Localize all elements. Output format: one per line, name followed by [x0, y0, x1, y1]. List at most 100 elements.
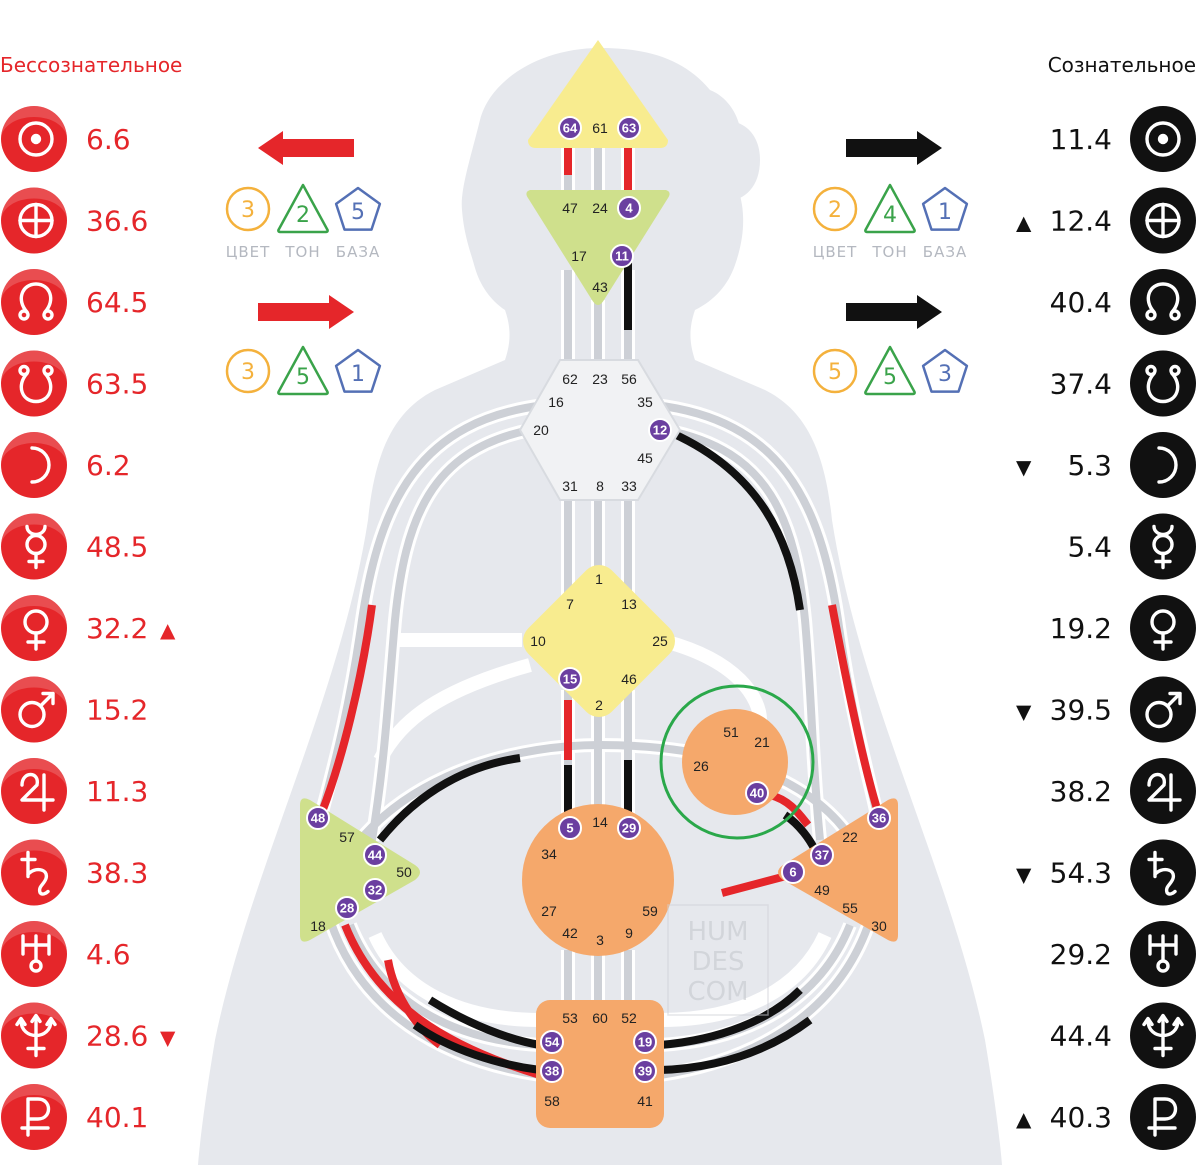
color-circle-icon: [225, 348, 271, 394]
gate-55: 55: [842, 900, 858, 916]
tone-value: 5: [883, 365, 897, 390]
gate-10: 10: [530, 633, 546, 649]
planet-row-right: 54.3▼: [1016, 839, 1196, 906]
planet-row-left: 63.5: [1, 350, 148, 417]
planet-value: 29.2: [1050, 938, 1112, 971]
color-circle-icon: [812, 348, 858, 394]
north-node-icon: [1145, 282, 1181, 321]
gate-54: 54: [545, 1035, 560, 1050]
planet-row-right: 29.2: [1050, 921, 1196, 987]
planet-marker: ▲: [1016, 1107, 1032, 1131]
planet-value: 6.2: [86, 449, 131, 482]
planet-value: 32.2: [86, 612, 148, 645]
gate-8: 8: [596, 478, 604, 494]
gate-40: 40: [750, 786, 764, 801]
planet-badge: [1130, 758, 1196, 824]
gate-29: 29: [622, 821, 636, 836]
gate-37-marker: [810, 843, 834, 867]
uranus-icon: [21, 934, 51, 973]
planet-badge: [1130, 676, 1196, 743]
arrow-left-icon: [258, 131, 354, 165]
gate-15-marker: [558, 667, 582, 691]
gate-54-marker: [540, 1030, 564, 1054]
gate-64: 64: [563, 121, 578, 136]
unconscious-planets: 6.636.664.563.56.248.532.2▲15.211.338.34…: [1, 106, 176, 1150]
tone-label: ТОН: [871, 243, 907, 261]
planet-value: 5.4: [1067, 531, 1112, 564]
jupiter-icon: [20, 772, 55, 812]
base-value: 3: [938, 362, 952, 387]
gate-4-marker: [617, 196, 641, 220]
planet-badge: [1130, 839, 1196, 906]
gate-6-marker: [781, 860, 805, 884]
planet-value: 48.5: [86, 531, 148, 564]
base-value: 5: [351, 200, 365, 225]
gate-15: 15: [563, 672, 577, 687]
gate-11-marker: [610, 244, 634, 268]
gate-63-marker: [617, 116, 641, 140]
gate-38-marker: [540, 1059, 564, 1083]
gate-28: 28: [340, 901, 354, 916]
arrow-right-icon: [846, 131, 942, 165]
gate-3: 3: [596, 932, 604, 948]
gate-64-marker: [558, 116, 582, 140]
saturn-icon: [1147, 850, 1177, 896]
gate-44: 44: [368, 848, 383, 863]
gate-43: 43: [592, 279, 608, 295]
planet-row-right: 37.4: [1050, 350, 1196, 417]
planet-row-right: 39.5▼: [1016, 676, 1196, 743]
planet-row-right: 12.4▲: [1016, 187, 1196, 254]
gate-59: 59: [642, 903, 658, 919]
sun-icon: [18, 121, 54, 157]
planet-row-left: 40.1: [1, 1084, 148, 1150]
planet-badge: [1130, 432, 1196, 498]
gate-12-marker: [648, 418, 672, 442]
planet-value: 40.3: [1050, 1101, 1112, 1134]
planet-row-left: 36.6: [1, 187, 148, 254]
gate-51: 51: [723, 724, 739, 740]
gate-40-marker: [745, 781, 769, 805]
gate-48: 48: [311, 811, 325, 826]
gate-7: 7: [566, 596, 574, 612]
planet-value: 19.2: [1050, 612, 1112, 645]
tone-triangle-icon: [277, 345, 329, 396]
tone-triangle-icon: [277, 183, 329, 234]
base-value: 1: [351, 362, 365, 387]
planet-row-left: 11.3: [1, 758, 148, 824]
base-label: БАЗА: [336, 243, 380, 261]
planet-row-right: 5.3▼: [1016, 432, 1196, 498]
gate-24: 24: [592, 200, 608, 216]
gate-42: 42: [562, 925, 578, 941]
gate-9: 9: [625, 925, 633, 941]
gate-56: 56: [621, 371, 637, 387]
planet-value: 40.4: [1050, 286, 1112, 319]
color-circle-icon: [225, 186, 271, 232]
planet-row-right: 40.3 ▲: [1016, 1084, 1196, 1150]
planet-marker: ▼: [160, 1026, 176, 1050]
planet-marker: ▼: [1016, 700, 1032, 724]
planet-value: 37.4: [1050, 368, 1112, 401]
base-label: БАЗА: [923, 243, 967, 261]
planet-row-right: 38.2: [1050, 758, 1196, 824]
highlight-ring: [659, 684, 815, 840]
planet-value: 11.4: [1050, 123, 1112, 156]
gate-12: 12: [653, 423, 667, 438]
planet-badge: [1130, 513, 1196, 580]
planet-value: 63.5: [86, 368, 148, 401]
gate-60: 60: [592, 1010, 608, 1026]
planet-badge: [1, 758, 67, 824]
tone-value: 4: [883, 203, 897, 228]
mercury-icon: [1152, 524, 1174, 570]
gate-31: 31: [562, 478, 578, 494]
earth-icon: [18, 202, 54, 239]
gate-26: 26: [693, 758, 709, 774]
planet-row-left: 4.6: [1, 921, 131, 987]
gate-23: 23: [592, 371, 608, 387]
venus-icon: [23, 609, 49, 651]
gate-52: 52: [621, 1010, 637, 1026]
jupiter-icon: [1147, 772, 1182, 812]
gate-18: 18: [310, 918, 326, 934]
base-value: 1: [938, 200, 952, 225]
planet-badge: [1130, 350, 1196, 417]
